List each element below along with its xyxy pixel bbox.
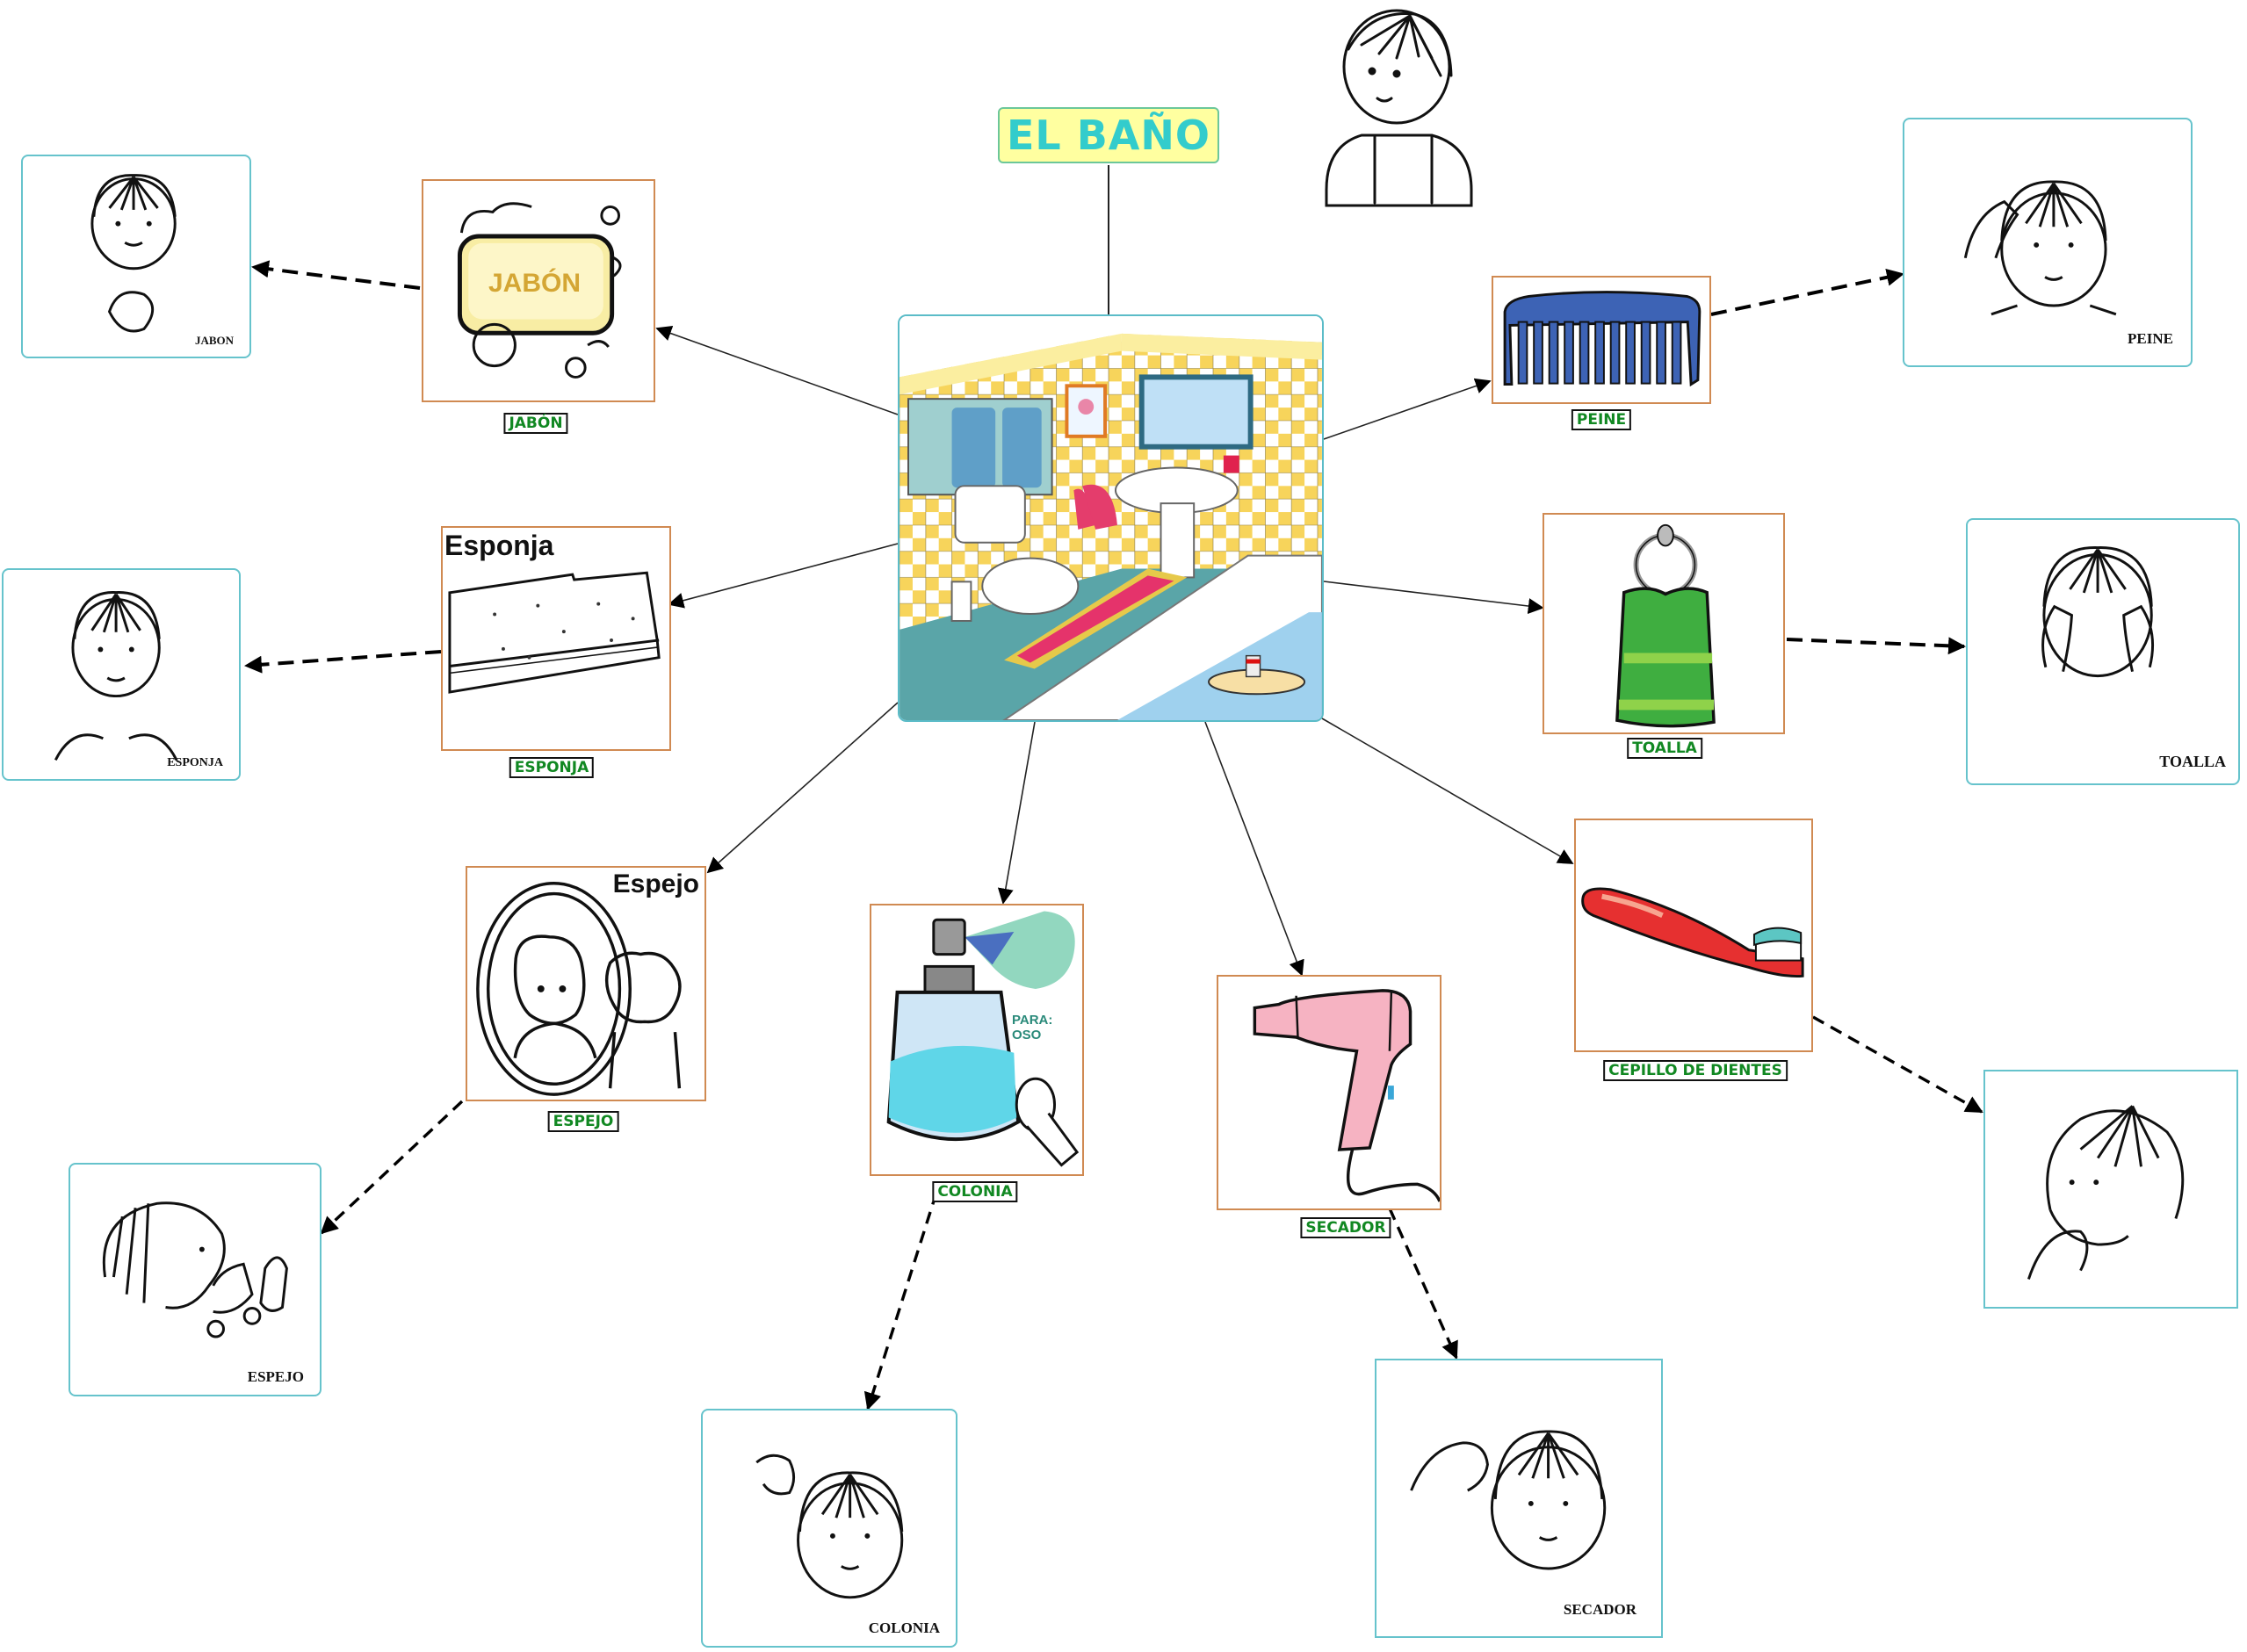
sign-caption-secador: SECADOR — [1563, 1601, 1636, 1618]
map-title-text: EL BAÑO — [1006, 112, 1210, 159]
connector-jabon-sign — [251, 260, 421, 290]
sign-caption-colonia: COLONIA — [868, 1620, 940, 1636]
sign-card-espejo[interactable]: ESPEJO — [69, 1163, 322, 1396]
sign-caption-jabon: JABON — [194, 334, 234, 347]
cologne-picture-text: PARA: OSO — [1012, 1013, 1053, 1042]
child-face-sign-icon — [54, 591, 178, 761]
top-sign-figure — [1300, 5, 1493, 225]
connector-scene-toalla — [1323, 581, 1544, 614]
soap-icon — [457, 202, 622, 379]
child-profile-sign-icon — [2027, 1105, 2185, 1280]
sign-caption-toalla: TOALLA — [2159, 753, 2226, 770]
sign-card-peine[interactable]: PEINE — [1903, 118, 2193, 367]
map-title: EL BAÑO — [998, 107, 1219, 163]
object-card-jabon[interactable]: JABÓN — [422, 179, 655, 402]
sign-caption-esponja: ESPONJA — [167, 756, 223, 769]
object-card-secador[interactable] — [1217, 975, 1441, 1210]
label-tag-colonia[interactable]: COLONIA — [932, 1181, 1018, 1202]
sign-card-cepillo[interactable] — [1983, 1070, 2238, 1309]
label-tag-esponja[interactable]: ESPONJA — [509, 757, 595, 778]
object-card-colonia[interactable]: PARA: OSO — [870, 904, 1084, 1176]
soap-picture-text: JABÓN — [488, 269, 582, 298]
connector-esponja-sign — [244, 650, 442, 674]
sign-caption-peine: PEINE — [2128, 330, 2173, 347]
sign-card-jabon[interactable]: JABON — [21, 155, 251, 358]
child-face-sign-icon — [755, 1454, 904, 1599]
object-card-cepillo[interactable] — [1574, 819, 1813, 1052]
connector-scene-colonia — [997, 721, 1036, 905]
connector-toalla-sign — [1786, 637, 1966, 655]
connector-scene-peine — [1323, 378, 1492, 440]
object-card-esponja[interactable]: Esponja — [441, 526, 671, 751]
cologne-icon — [886, 911, 1080, 1167]
sponge-icon — [448, 571, 661, 694]
connector-scene-cepillo — [1321, 718, 1574, 864]
sponge-picture-text: Esponja — [444, 530, 554, 561]
child-profile-sign-icon — [102, 1201, 288, 1338]
connector-scene-espejo — [706, 702, 899, 874]
child-face-sign-icon — [90, 174, 177, 333]
connector-peine-sign — [1710, 268, 1904, 316]
child-face-sign-icon — [2041, 546, 2155, 678]
connector-colonia-sign — [863, 1192, 938, 1410]
connector-cepillo-sign — [1812, 1015, 1983, 1114]
child-face-sign-icon — [1963, 180, 2117, 316]
sign-card-toalla[interactable]: TOALLA — [1966, 518, 2240, 785]
connector-scene-esponja — [668, 543, 899, 609]
connector-espejo-sign — [320, 1100, 464, 1235]
mirror-picture-text: Espejo — [612, 869, 699, 898]
sign-card-secador[interactable]: SECADOR — [1375, 1359, 1663, 1638]
label-tag-espejo[interactable]: ESPEJO — [547, 1111, 619, 1132]
child-sign-icon — [1325, 9, 1473, 207]
connector-scene-jabon — [655, 325, 899, 415]
sign-caption-espejo: ESPEJO — [247, 1368, 304, 1385]
label-tag-toalla[interactable]: TOALLA — [1627, 738, 1702, 759]
object-card-espejo[interactable]: Espejo — [466, 866, 706, 1101]
toothbrush-icon — [1581, 887, 1804, 978]
towel-icon — [1615, 523, 1716, 728]
bathroom-scene[interactable] — [898, 314, 1324, 722]
child-face-sign-icon — [1410, 1430, 1607, 1570]
label-tag-jabon[interactable]: JABÓN — [503, 413, 568, 434]
sign-card-colonia[interactable]: COLONIA — [701, 1409, 957, 1648]
label-tag-secador[interactable]: SECADOR — [1300, 1217, 1391, 1238]
connector-scene-secador — [1204, 721, 1304, 977]
comb-icon — [1503, 291, 1702, 387]
hair-dryer-icon — [1253, 989, 1440, 1202]
connector-secador-sign — [1388, 1208, 1458, 1360]
label-tag-cepillo[interactable]: CEPILLO DE DIENTES — [1603, 1060, 1788, 1081]
sign-card-esponja[interactable]: ESPONJA — [2, 568, 241, 781]
mirror-icon — [476, 882, 682, 1096]
object-card-toalla[interactable] — [1543, 513, 1785, 734]
label-tag-peine[interactable]: PEINE — [1571, 409, 1632, 430]
object-card-peine[interactable] — [1492, 276, 1711, 404]
bathroom-scene-icon — [900, 316, 1322, 720]
